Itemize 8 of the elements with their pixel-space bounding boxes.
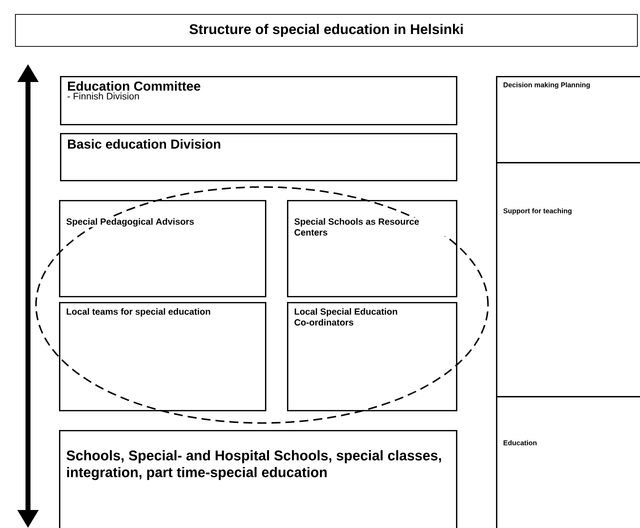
title-box: Structure of special education in Helsinki	[15, 14, 638, 47]
process-box: Special Schools as Resource Centers	[287, 200, 458, 298]
process-box: Local teams for special education	[59, 302, 266, 412]
process-box: Education Committee - Finnish Division	[60, 76, 458, 126]
process-box: Schools, Special- and Hospital Schools, special classes, integration, part time-special education	[59, 430, 458, 528]
process-box: Basic education Division	[60, 133, 458, 182]
process-box: Local Special Education Co-ordinators	[287, 302, 458, 412]
process-box: Special Pedagogical Advisors	[59, 200, 266, 298]
